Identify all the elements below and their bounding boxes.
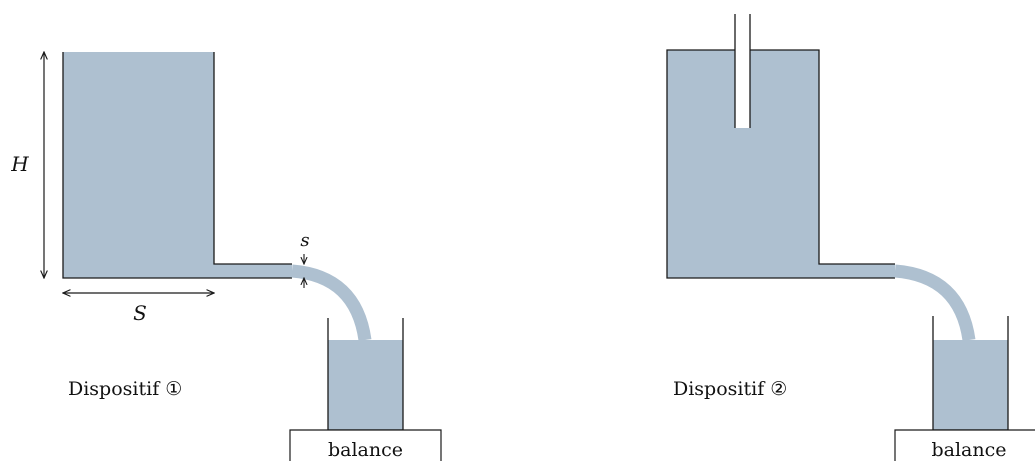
tank-2-walls <box>666 49 895 279</box>
device-2-label: Dispositif ② <box>673 378 787 400</box>
device-2: balance Dispositif ② <box>666 14 1035 461</box>
height-symbol: H <box>10 152 29 176</box>
balance-2 <box>894 429 1035 461</box>
beaker-1-water <box>328 340 403 430</box>
device-1: H S s balance Dispositif ① <box>10 52 442 461</box>
outlet-symbol: s <box>300 230 309 251</box>
balance-1 <box>289 429 442 461</box>
balance-2-label: balance <box>931 439 1006 461</box>
tank-2-water <box>667 50 895 278</box>
tank-1-walls <box>62 52 292 279</box>
vent-tube <box>734 14 751 128</box>
device-1-label: Dispositif ① <box>68 378 182 400</box>
beaker-2-water <box>933 340 1008 430</box>
tank-1-water <box>63 52 292 278</box>
area-symbol: S <box>133 301 147 325</box>
jet-2 <box>894 264 976 342</box>
balance-1-label: balance <box>328 439 403 461</box>
jet-1 <box>291 264 372 342</box>
